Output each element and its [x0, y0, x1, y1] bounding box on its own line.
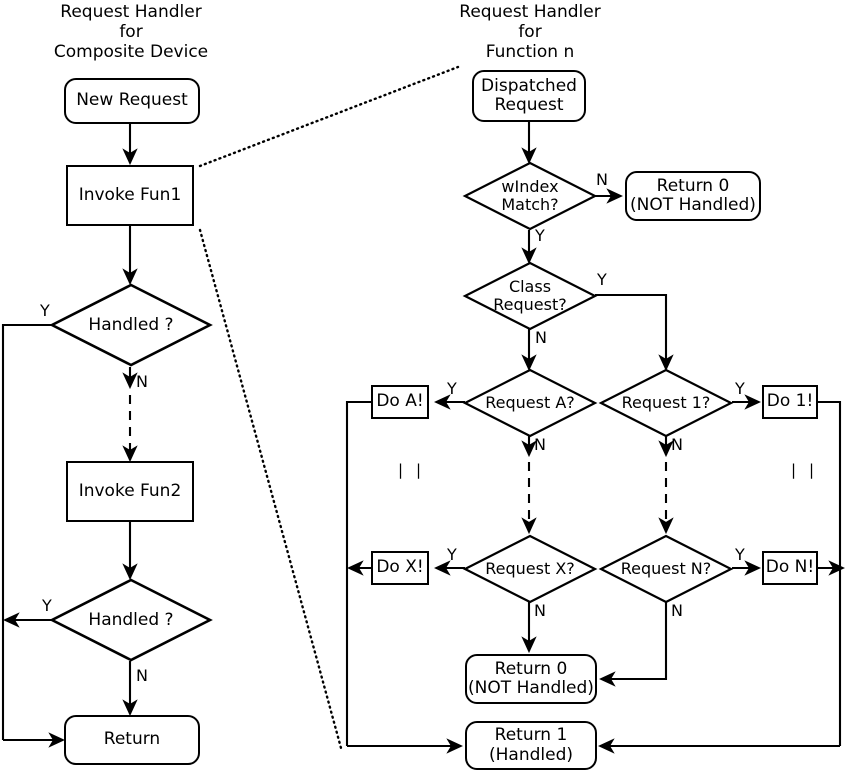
node-windex-match[interactable]: wIndex Match? [462, 161, 598, 231]
node-request-1[interactable]: Request 1? [598, 368, 734, 438]
edge-handled1-yes-rail [1, 323, 52, 740]
label-reqx-no: N [534, 601, 546, 620]
node-return[interactable]: Return [64, 715, 200, 765]
right-column-title: Request Handler for Function n [459, 2, 601, 63]
label-windex-no: N [596, 170, 608, 189]
label-req1-yes: Y [735, 379, 745, 398]
label-reqa-yes: Y [447, 379, 457, 398]
ellipsis-right-column: | | [789, 461, 817, 479]
node-class-request-label: Class Request? [493, 277, 567, 314]
node-request-a-label: Request A? [485, 393, 575, 413]
label-reqx-yes: Y [447, 545, 457, 564]
node-handled-1-label: Handled ? [88, 314, 174, 335]
node-do-n[interactable]: Do N! [762, 551, 818, 585]
node-new-request[interactable]: New Request [64, 78, 200, 124]
node-handled-1[interactable]: Handled ? [49, 283, 213, 367]
edge-class-yes-to-req1 [595, 293, 674, 372]
callout-dotted-bottom [198, 228, 343, 750]
node-return0-top[interactable]: Return 0 (NOT Handled) [625, 171, 761, 221]
node-do-x[interactable]: Do X! [371, 551, 429, 585]
label-handled2-no: N [136, 666, 148, 685]
edge-do1-to-rightrail [818, 400, 842, 746]
node-return0-bottom[interactable]: Return 0 (NOT Handled) [465, 654, 597, 704]
node-windex-match-label: wIndex Match? [501, 177, 559, 214]
label-handled1-no: N [136, 372, 148, 391]
label-windex-yes: Y [535, 226, 545, 245]
node-handled-2-label: Handled ? [88, 609, 174, 630]
label-handled2-yes: Y [42, 596, 52, 615]
node-invoke-fun2[interactable]: Invoke Fun2 [66, 461, 194, 522]
node-class-request[interactable]: Class Request? [462, 261, 598, 331]
node-handled-2[interactable]: Handled ? [49, 578, 213, 662]
node-do-a[interactable]: Do A! [371, 385, 429, 419]
node-request-n-label: Request N? [620, 559, 712, 579]
node-dispatched-request[interactable]: Dispatched Request [472, 70, 586, 122]
ellipsis-left-column: | | [396, 461, 424, 479]
callout-dotted-top [198, 65, 460, 168]
label-handled1-yes: Y [40, 301, 50, 320]
label-reqa-no: N [534, 435, 546, 454]
edge-reqn-no-to-return0 [598, 601, 668, 687]
label-class-yes: Y [597, 270, 607, 289]
node-request-x[interactable]: Request X? [462, 534, 598, 604]
label-req1-no: N [671, 435, 683, 454]
node-do-1[interactable]: Do 1! [762, 385, 818, 419]
node-return1[interactable]: Return 1 (Handled) [465, 721, 597, 770]
node-request-n[interactable]: Request N? [598, 534, 734, 604]
node-request-a[interactable]: Request A? [462, 368, 598, 438]
label-class-no: N [535, 328, 547, 347]
label-reqn-yes: Y [735, 545, 745, 564]
node-invoke-fun1[interactable]: Invoke Fun1 [66, 165, 194, 226]
node-request-1-label: Request 1? [621, 393, 711, 413]
left-column-title: Request Handler for Composite Device [53, 2, 209, 63]
label-reqn-no: N [671, 601, 683, 620]
node-request-x-label: Request X? [485, 559, 575, 579]
